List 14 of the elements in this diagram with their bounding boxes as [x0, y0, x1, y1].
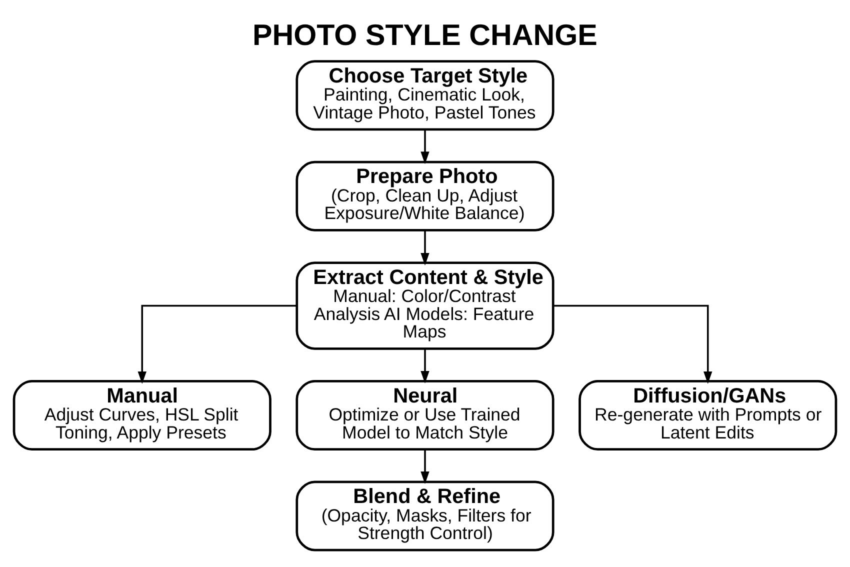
node-box: Prepare Photo (Crop, Clean Up, Adjust Exposure/White Balance) [296, 160, 554, 232]
arrow [553, 304, 712, 384]
node-box: Extract Content & Style Manual: Color/Contrast Analysis AI Models: Feature Maps [296, 262, 554, 350]
arrow [420, 349, 430, 384]
arrow [138, 304, 297, 384]
diagram-title: PHOTO STYLE CHANGE [252, 19, 598, 52]
node-box: Diffusion/GANs Re-generate with Prompts or Latent Edits [578, 380, 838, 451]
arrow [420, 449, 430, 484]
node-box: Choose Target Style Painting, Cinematic Look, Vintage Photo, Pastel Tones [296, 60, 554, 131]
arrow [420, 130, 430, 164]
node-box: Manual Adjust Curves, HSL Split Toning, Apply Presets [12, 380, 272, 451]
arrow [420, 230, 430, 266]
node-box: Blend & Refine (Opacity, Masks, Filters for Strength Control) [296, 480, 554, 552]
node-box: Neural Optimize or Use Trained Model to Match Style [296, 380, 554, 451]
